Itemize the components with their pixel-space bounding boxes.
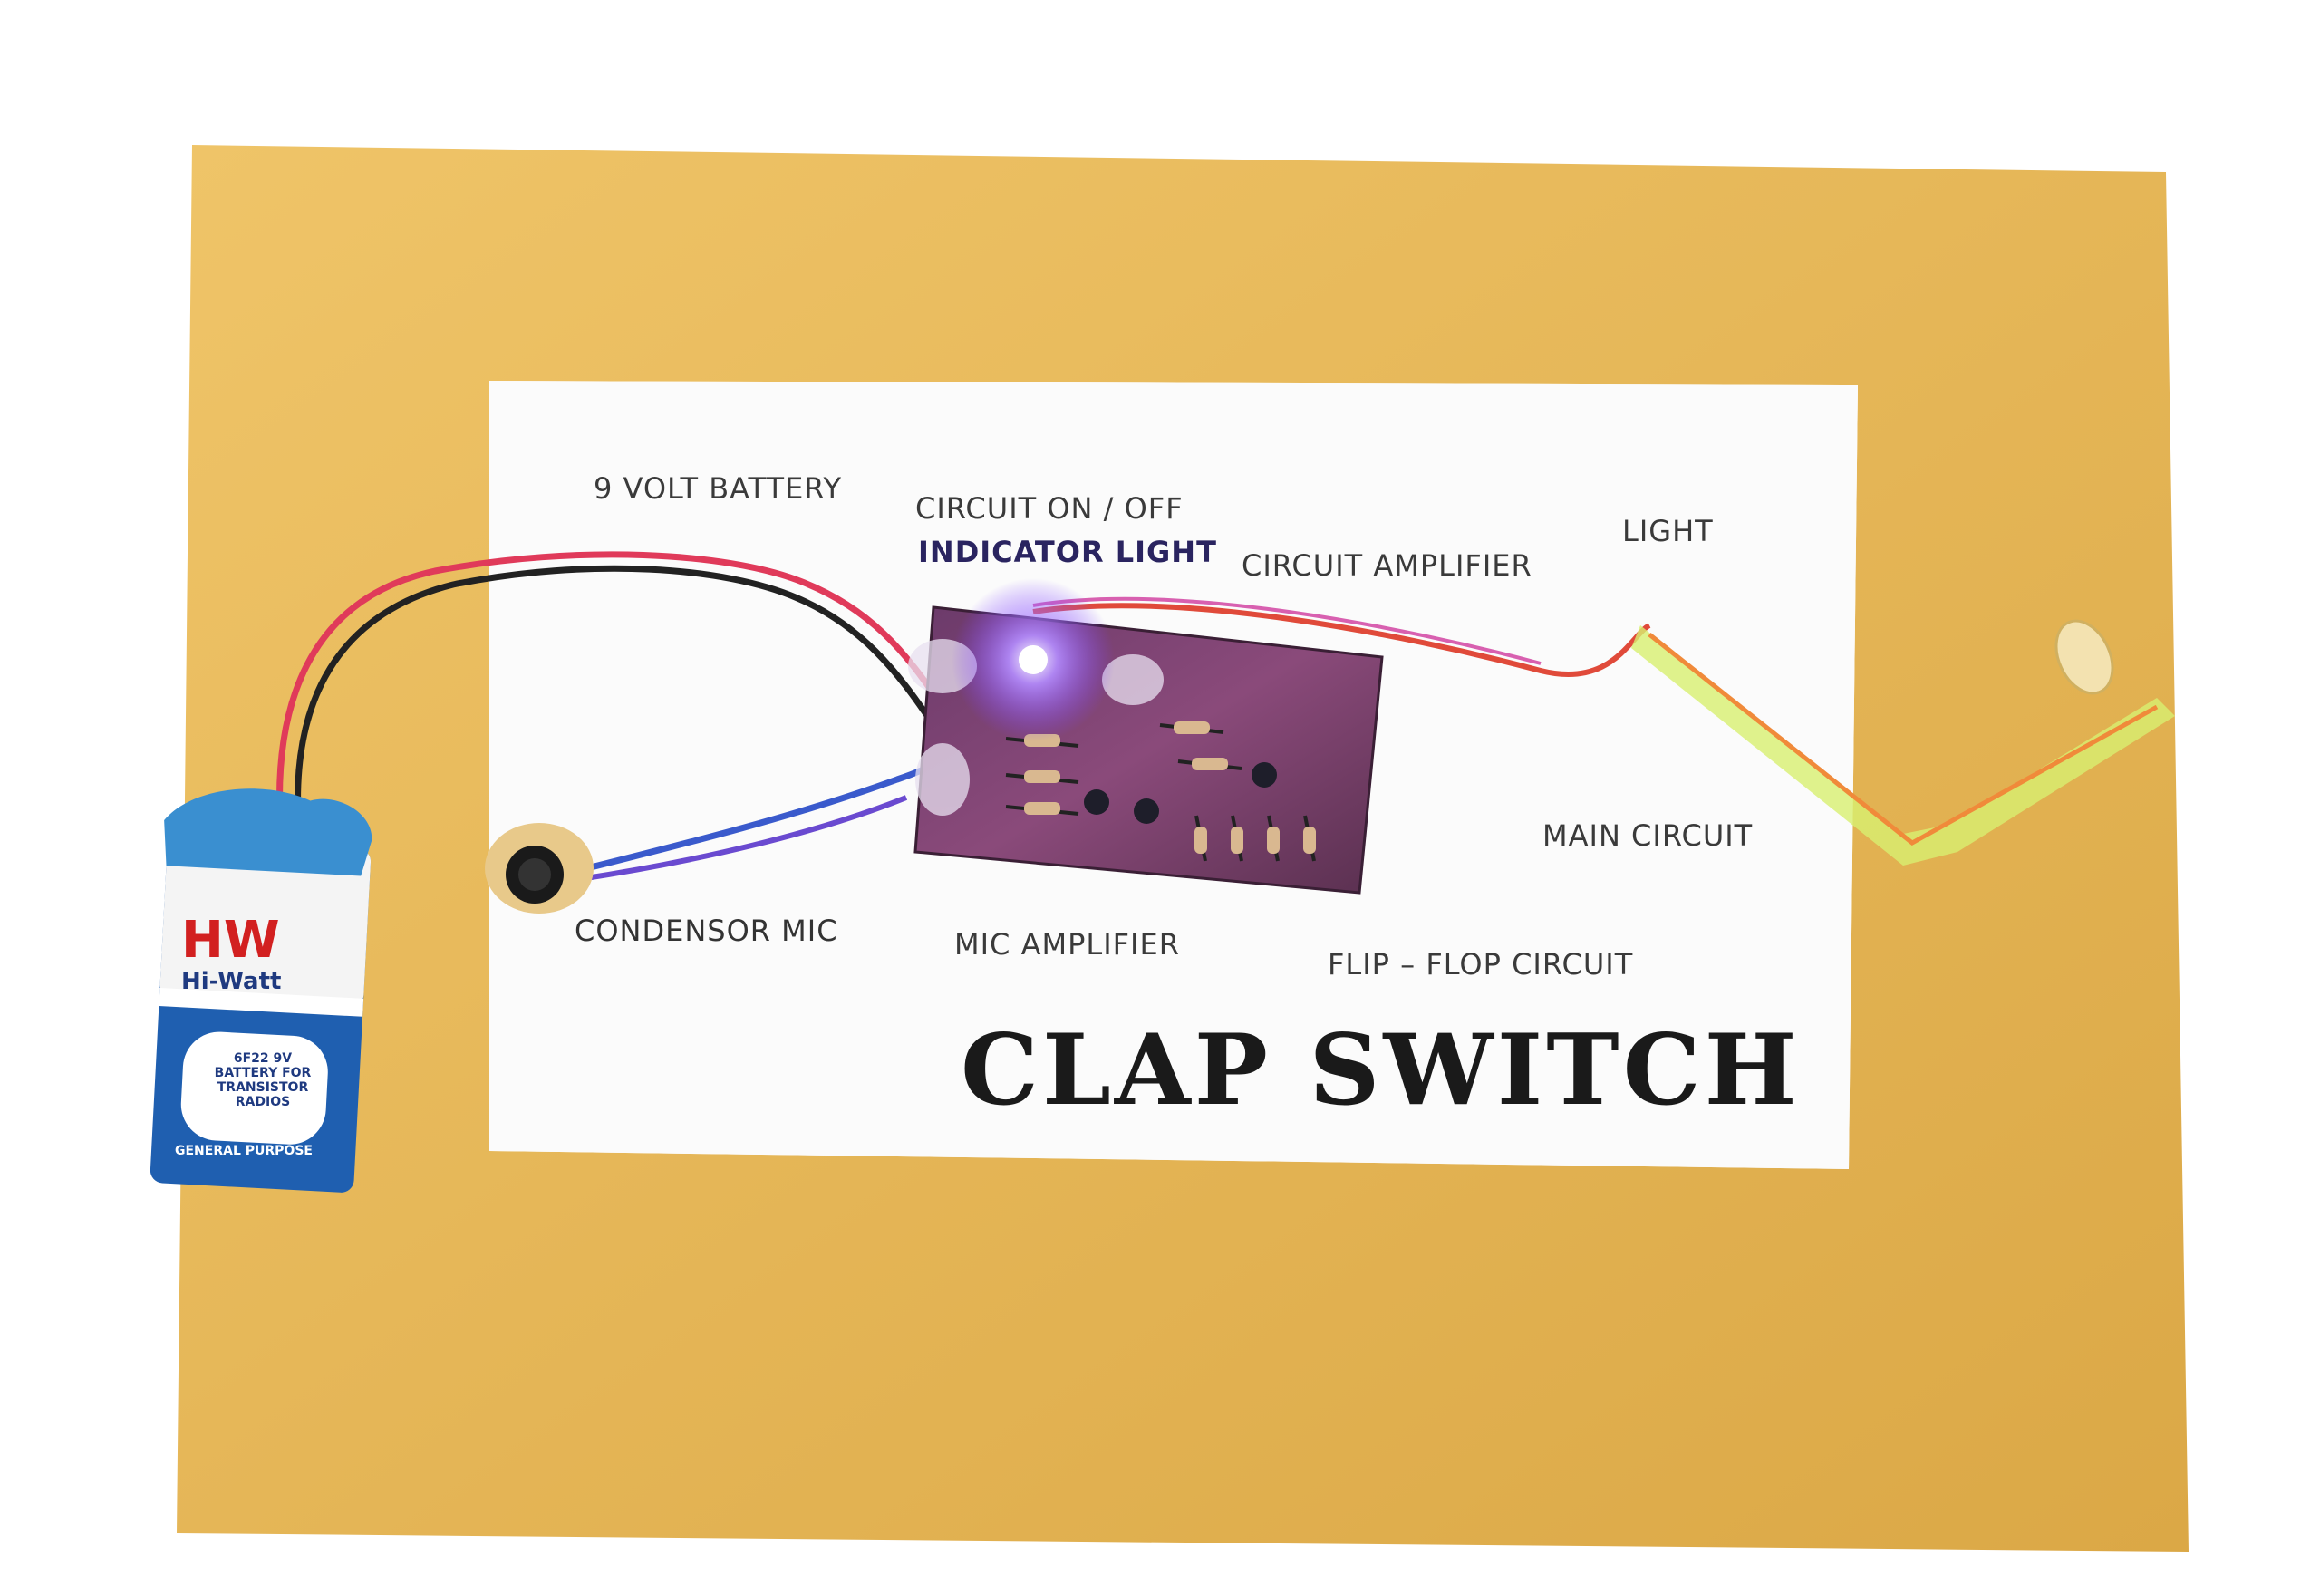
flip-flop-label: FLIP – FLOP CIRCUIT [1328,947,1634,982]
battery-label: 9 VOLT BATTERY [594,471,843,506]
battery [150,788,372,1193]
circuit-amplifier-label: CIRCUIT AMPLIFIER [1242,548,1532,583]
indicator-label-line1: CIRCUIT ON / OFF [915,491,1184,526]
light-wire-pink [1032,596,1542,665]
battery-wire-red [276,551,945,835]
board-title: CLAP SWITCH [961,1013,1801,1127]
cardboard-frame [177,145,2189,1552]
transistors [1084,762,1277,824]
light-wire [1032,603,1651,678]
indicator-led [1019,645,1048,674]
light-tube-wire [1648,633,2159,846]
mic-grille [518,858,551,891]
battery-brand-name: Hi-Watt [181,968,282,995]
battery-purpose: GENERAL PURPOSE [175,1144,313,1158]
light-led [2054,619,2114,695]
battery-logo: HW [181,911,280,970]
mic-wire-purple [579,795,908,882]
condensor-mic-label: CONDENSOR MIC [575,914,838,948]
battery-wire-black [295,565,936,835]
light-label: LIGHT [1622,514,1714,548]
mic-amplifier-label: MIC AMPLIFIER [954,927,1180,962]
indicator-label-line2: INDICATOR LIGHT [918,535,1217,569]
main-circuit-label: MAIN CIRCUIT [1542,818,1754,853]
battery-spec: 6F22 9V BATTERY FOR TRANSISTOR RADIOS [214,1051,312,1109]
